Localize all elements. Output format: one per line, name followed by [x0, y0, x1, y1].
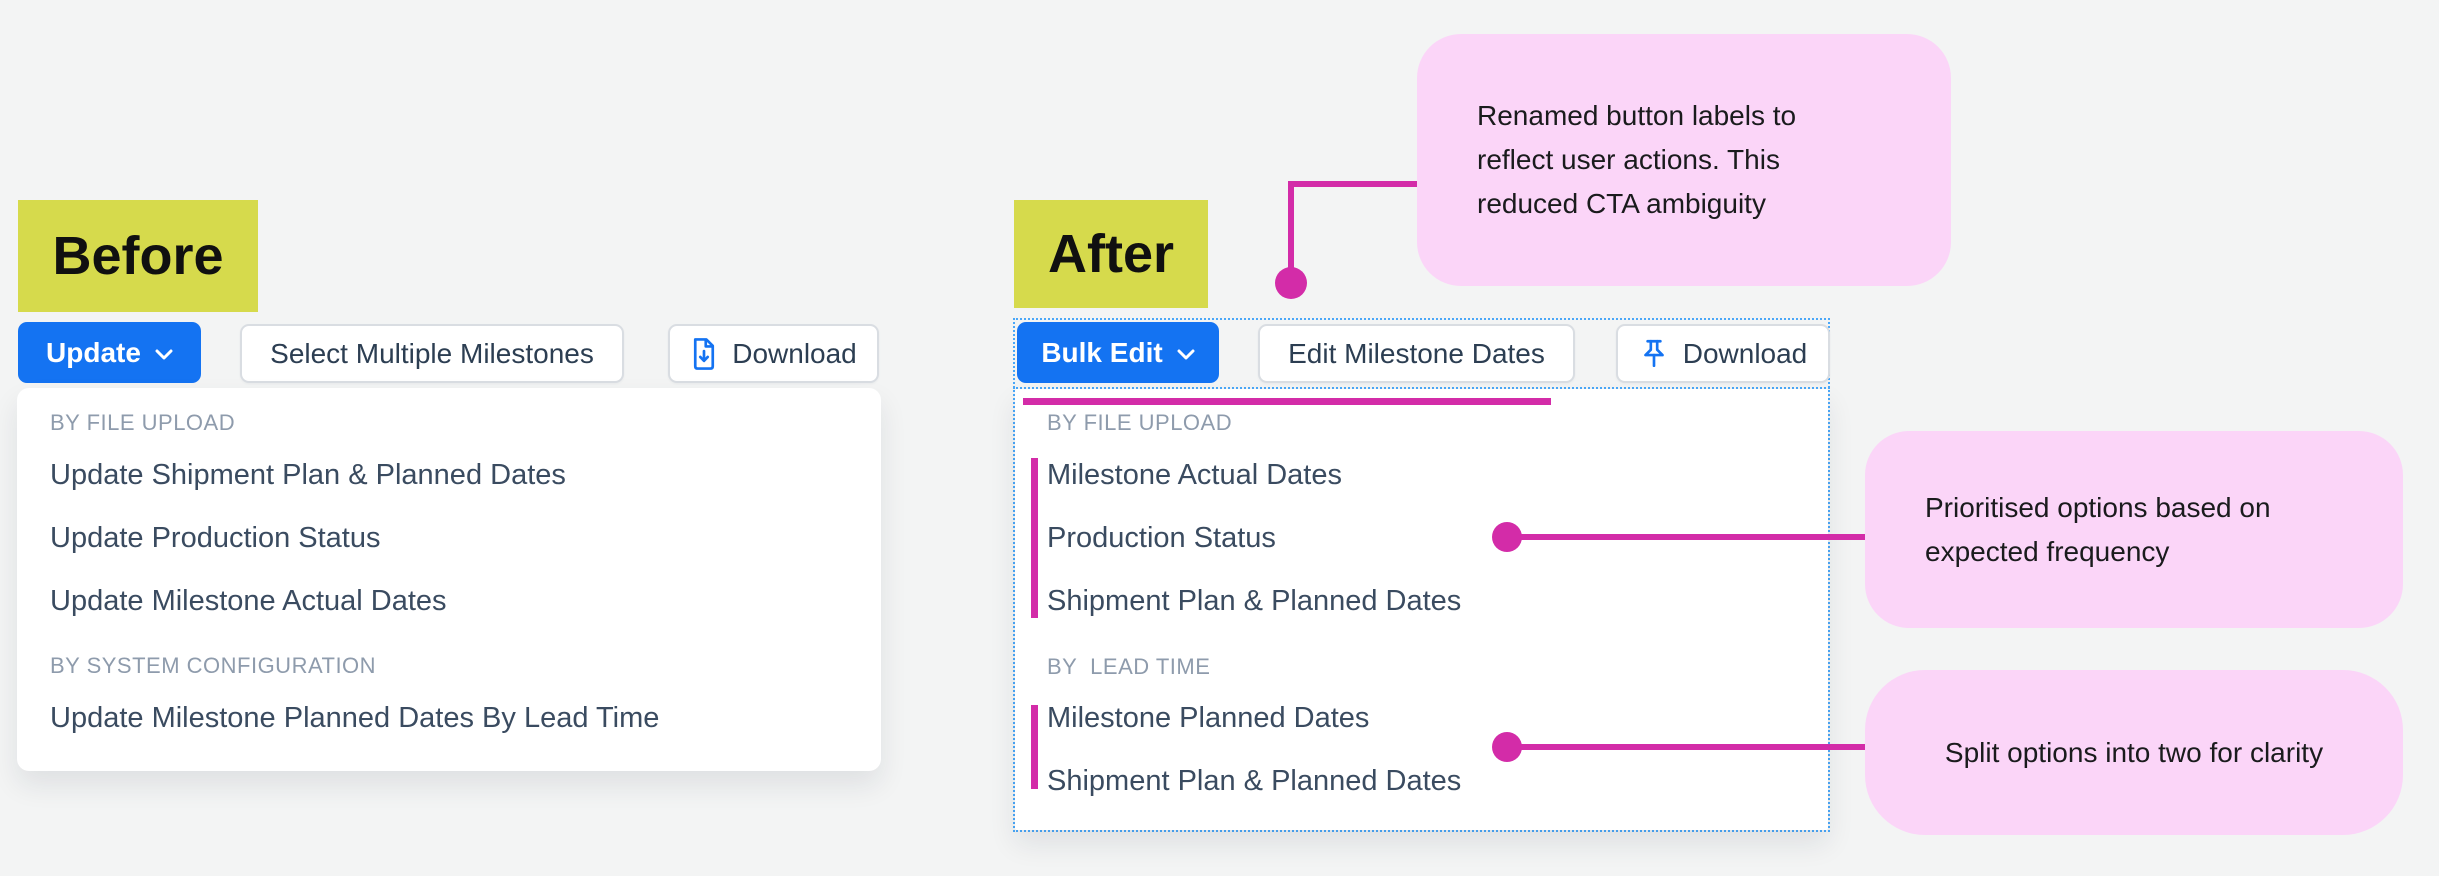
- after-selection-divider: [1013, 387, 1830, 389]
- after-title: After: [1014, 200, 1208, 308]
- menu-section-header: BY SYSTEM CONFIGURATION: [50, 653, 377, 678]
- download-button-after[interactable]: Download: [1616, 324, 1830, 383]
- download-button-after-label: Download: [1682, 337, 1808, 369]
- annotation-group-bar: [1031, 705, 1038, 789]
- download-button-before-label: Download: [732, 337, 857, 369]
- menu-item[interactable]: Shipment Plan & Planned Dates: [1047, 585, 1462, 617]
- before-title: Before: [18, 200, 258, 312]
- file-download-icon: [694, 337, 715, 370]
- download-button-before[interactable]: Download: [668, 324, 879, 383]
- annotation-underline-bar: [1023, 398, 1551, 405]
- select-multiple-milestones-label: Select Multiple Milestones: [270, 337, 594, 369]
- menu-item[interactable]: Shipment Plan & Planned Dates: [1047, 765, 1462, 797]
- select-multiple-milestones-button[interactable]: Select Multiple Milestones: [240, 324, 624, 383]
- annotation-group-bar: [1031, 458, 1038, 618]
- annotation-connector-line: [1510, 534, 1866, 540]
- annotation-text: Renamed button labels to reflect user ac…: [1477, 100, 1797, 219]
- edit-milestone-dates-label: Edit Milestone Dates: [1288, 337, 1545, 369]
- annotation-dot: [1275, 267, 1307, 299]
- menu-section-header: BY FILE UPLOAD: [50, 410, 236, 435]
- menu-section-header: BY FILE UPLOAD: [1047, 410, 1233, 435]
- menu-item[interactable]: Update Production Status: [50, 522, 381, 554]
- annotation-text: Split options into two for clarity: [1944, 736, 2324, 768]
- before-title-label: Before: [52, 226, 224, 286]
- after-dropdown-menu: BY FILE UPLOAD Milestone Actual Dates Pr…: [1015, 389, 1828, 830]
- bulk-edit-button-label: Bulk Edit: [1041, 336, 1163, 368]
- bulk-edit-button[interactable]: Bulk Edit: [1017, 322, 1219, 383]
- edit-milestone-dates-button[interactable]: Edit Milestone Dates: [1258, 324, 1575, 383]
- before-dropdown-menu: BY FILE UPLOAD Update Shipment Plan & Pl…: [17, 388, 881, 771]
- menu-item[interactable]: Update Shipment Plan & Planned Dates: [50, 459, 566, 491]
- menu-item[interactable]: Milestone Actual Dates: [1047, 459, 1342, 491]
- update-button-label: Update: [46, 336, 141, 368]
- menu-item[interactable]: Milestone Planned Dates: [1047, 702, 1370, 734]
- pushpin-icon: [1643, 339, 1664, 367]
- after-selection-frame: [1013, 318, 1830, 832]
- annotation-connector-line: [1288, 181, 1417, 187]
- annotation-bubble-prioritise: Prioritised options based on expected fr…: [1865, 431, 2403, 628]
- update-button[interactable]: Update: [18, 322, 201, 383]
- menu-item[interactable]: Production Status: [1047, 522, 1276, 554]
- annotation-text: Prioritised options based on expected fr…: [1925, 491, 2271, 567]
- menu-section-header: BY LEAD TIME: [1047, 654, 1211, 679]
- chevron-down-icon: [155, 349, 173, 359]
- menu-item[interactable]: Update Milestone Actual Dates: [50, 585, 447, 617]
- annotation-bubble-split: Split options into two for clarity: [1865, 670, 2403, 835]
- annotation-connector-line: [1510, 744, 1866, 750]
- after-title-label: After: [1047, 224, 1174, 284]
- menu-item[interactable]: Update Milestone Planned Dates By Lead T…: [50, 702, 660, 734]
- chevron-down-icon: [1177, 349, 1195, 359]
- annotation-connector-line: [1288, 181, 1294, 271]
- annotation-bubble-rename: Renamed button labels to reflect user ac…: [1417, 34, 1951, 286]
